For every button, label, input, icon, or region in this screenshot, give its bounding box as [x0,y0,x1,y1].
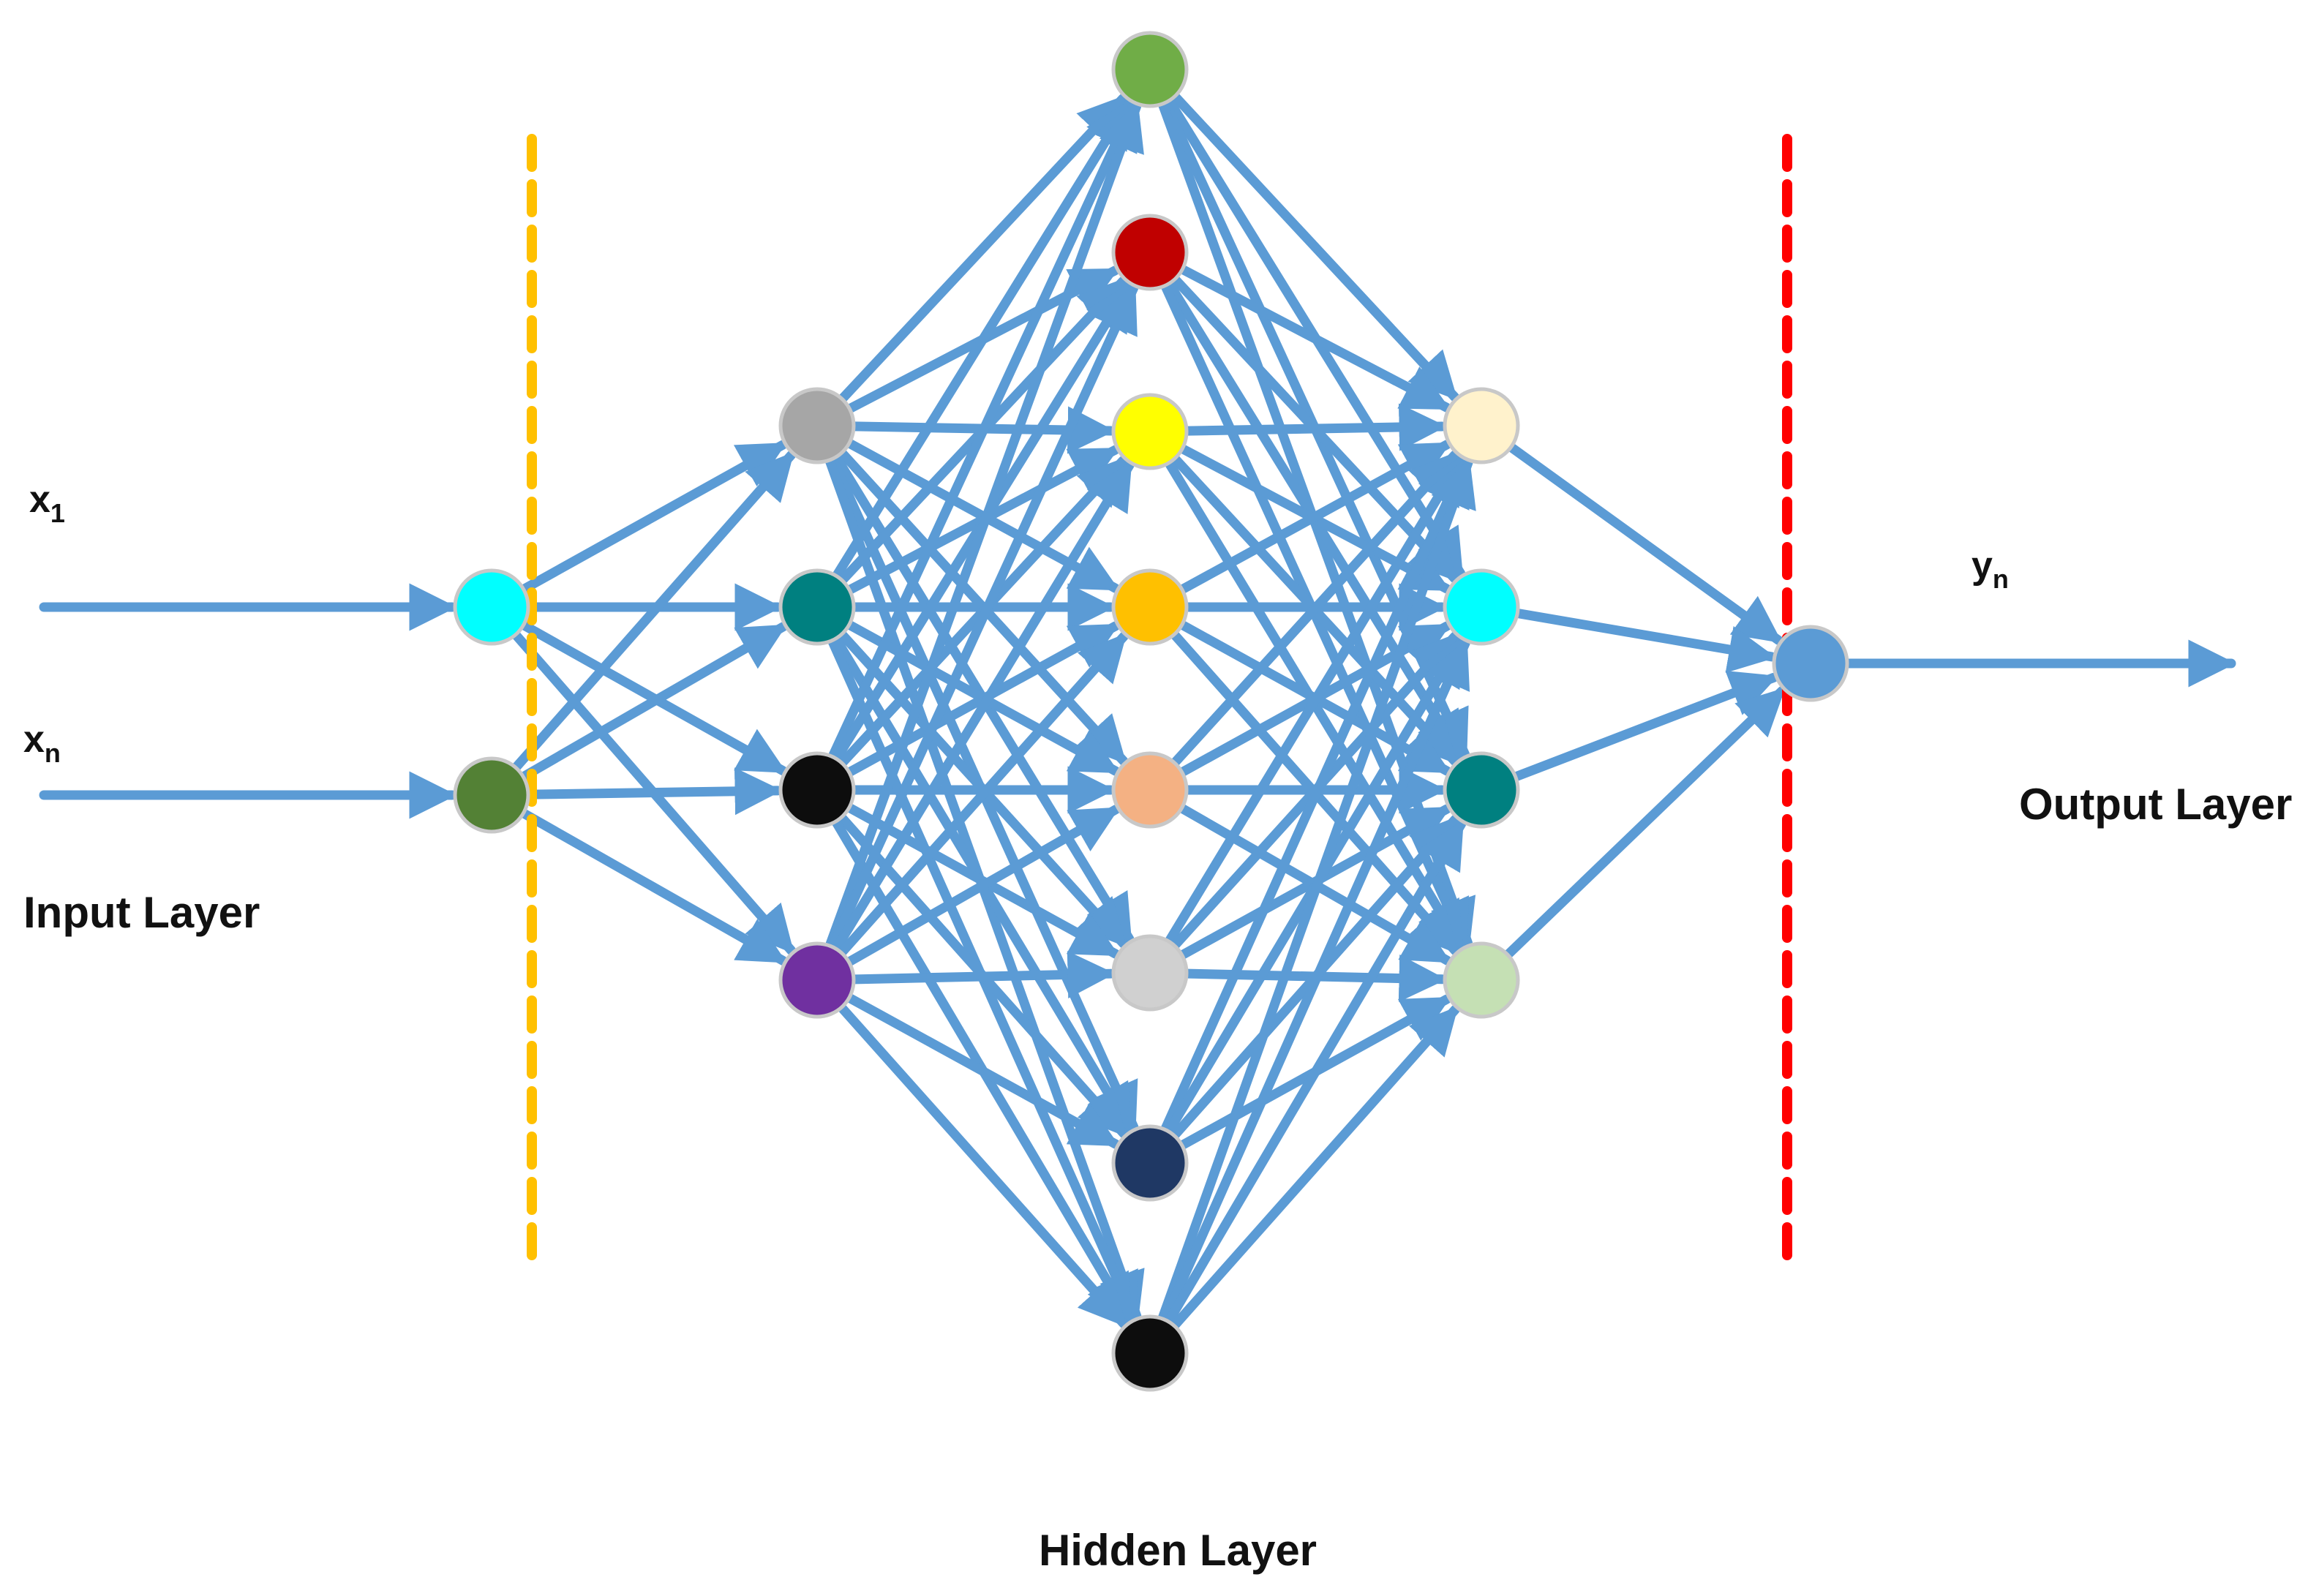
connection-arrow-l1-1-4 [501,619,796,955]
connection-arrow-l1-1-3 [505,613,788,776]
x1-label: x1 [29,478,65,528]
hidden-3-node-2 [1443,568,1520,646]
connection-arrow-l2-3-1 [822,100,1138,775]
connection-arrow-l2-2-6 [827,618,1129,949]
hidden-2-node-2 [1111,214,1189,291]
xn-label: xn [23,718,61,768]
connection-arrow-l1-2-3 [508,767,783,816]
connection-arrow-l4-2-1 [1498,606,1777,674]
connection-arrow-l1-2-1 [501,451,796,783]
connection-arrow-l3-8-4 [1159,1004,1460,1342]
connection-arrow-l2-4-1 [819,102,1144,965]
connection-arrow-l3-8-1 [1152,458,1476,1338]
connection-arrow-l3-8-2 [1154,638,1470,1339]
hidden-2-node-7 [1111,1124,1189,1202]
hidden-3-node-1 [1443,387,1520,464]
connection-arrow-l2-1-5 [827,437,1129,766]
connection-arrow-l3-8-3 [1156,819,1467,1339]
connection-arrow-l4-1-1 [1494,434,1783,645]
connection-arrow-l3-6-1 [1157,454,1466,959]
input-layer-label: Input Layer [23,888,260,937]
hidden-1-node-2 [778,568,856,646]
output-layer-label: Output Layer [2019,780,2292,829]
connection-arrow-l4-4-1 [1492,685,1787,970]
connection-arrow-l3-5-1 [1159,450,1460,779]
hidden-1-node-1 [778,387,856,464]
hidden-2-node-1 [1111,31,1189,108]
input-node-1 [453,568,530,646]
connection-arrow-l2-3-3 [827,456,1128,779]
connection-arrows [39,80,2236,1342]
x1-subscript: 1 [50,498,65,528]
output-node-1 [1772,625,1849,702]
connection-arrow-l3-1-1 [1159,80,1459,402]
hidden-1-node-4 [778,941,856,1019]
hidden-3-node-4 [1443,941,1520,1019]
connection-arrow-l4-3-1 [1497,671,1779,787]
hidden-1-node-3 [778,751,856,829]
connection-arrow-l2-3-7 [827,801,1129,1139]
hidden-2-node-8 [1111,1314,1189,1392]
connection-arrow-l1-2-2 [505,622,788,789]
connection-arrow-l2-1-1 [827,93,1128,415]
connection-arrow-l2-3-4 [831,621,1121,785]
hidden-2-node-6 [1111,934,1189,1012]
connection-arrow-l2-4-7 [831,985,1121,1149]
connection-arrow-l1-2-4 [505,801,788,965]
connection-arrow-l2-4-8 [827,991,1129,1329]
connection-arrow-l2-4-5 [831,805,1121,974]
connection-arrow-l2-4-2 [821,283,1139,965]
connection-arrow-l3-3-1 [1167,403,1447,451]
input-node-2 [453,756,530,834]
connection-arrow-l3-6-4 [1167,955,1447,1003]
connection-arrow-l2-2-3 [832,445,1120,602]
yn-subscript: n [1993,564,2009,594]
connection-arrow-l3-2-2 [1159,263,1459,584]
hidden-2-node-5 [1111,751,1189,829]
connection-arrow-l3-7-1 [1154,456,1470,1148]
hidden-2-node-4 [1111,568,1189,646]
hidden-layer-label: Hidden Layer [1039,1526,1317,1575]
connection-arrow-l2-4-3 [824,460,1135,966]
xn-subscript: n [45,738,61,768]
connection-arrow-l1-1-1 [505,440,788,601]
connection-arrow-l2-4-4 [827,631,1129,969]
connection-arrow-l3-6-3 [1164,804,1452,968]
yn-label: yn [1971,544,2009,594]
connection-arrow-l2-2-1 [824,98,1135,593]
connection-arrow-l2-4-6 [834,950,1116,998]
connection-arrow-l3-2-1 [1165,257,1451,413]
connection-arrow-l3-4-1 [1164,440,1452,602]
hidden-3-node-3 [1443,751,1520,829]
network-nodes [453,31,1849,1392]
hidden-2-node-3 [1111,393,1189,470]
